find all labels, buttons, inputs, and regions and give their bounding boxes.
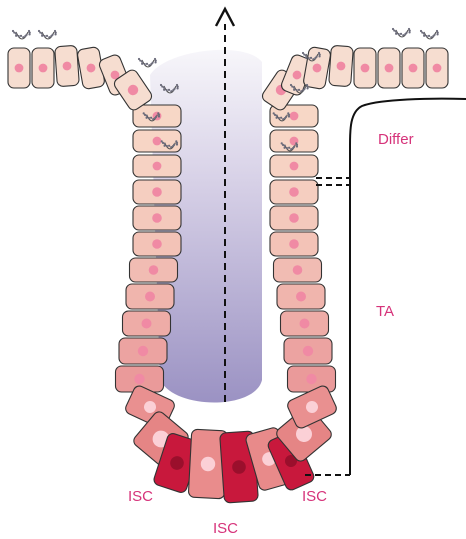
- goblet-granules-icon: [392, 28, 411, 37]
- nucleus: [289, 187, 299, 197]
- crypt-cell-left: [123, 311, 171, 336]
- surface-cell-left: [55, 45, 80, 86]
- nucleus: [289, 213, 299, 223]
- label-isc-left: ISC: [128, 489, 153, 504]
- nucleus: [300, 319, 310, 329]
- crypt-cell-left: [133, 206, 181, 230]
- nucleus: [152, 213, 162, 223]
- label-differ: Differ: [378, 132, 414, 147]
- nucleus: [296, 292, 306, 302]
- label-isc-center: ISC: [213, 521, 238, 536]
- nucleus: [289, 239, 299, 249]
- label-ta: TA: [376, 304, 394, 319]
- goblet-granules-icon: [12, 30, 31, 39]
- crypt-cell-right: [270, 180, 318, 204]
- surface-cell-right: [402, 48, 424, 88]
- goblet-granules-icon: [420, 30, 439, 39]
- surface-cell-right: [354, 48, 376, 88]
- surface-cell-right: [303, 46, 332, 89]
- nucleus: [153, 162, 162, 171]
- nucleus: [385, 64, 394, 73]
- crypt-cell-right: [288, 366, 336, 392]
- crypt-cell-right: [277, 284, 325, 309]
- nucleus: [306, 374, 316, 384]
- crypt-cell-right: [270, 206, 318, 230]
- nucleus: [134, 374, 144, 384]
- nucleus: [409, 64, 418, 73]
- nucleus: [145, 292, 155, 302]
- goblet-granules-icon: [138, 58, 157, 67]
- label-isc-right: ISC: [302, 489, 327, 504]
- crypt-cell-left: [119, 338, 167, 364]
- nucleus: [142, 319, 152, 329]
- nucleus: [361, 64, 370, 73]
- crypt-cell-left: [133, 180, 181, 204]
- crypt-cell-right: [270, 155, 318, 177]
- nucleus: [153, 137, 162, 146]
- goblet-granules-icon: [38, 30, 57, 39]
- surface-cell-right: [426, 48, 448, 88]
- surface-cell-left: [32, 48, 54, 88]
- crypt-cell-left: [126, 284, 174, 309]
- nucleus: [39, 64, 48, 73]
- nucleus: [149, 265, 159, 275]
- crypt-cell-right: [270, 232, 318, 256]
- nucleus: [303, 346, 313, 356]
- nucleus: [290, 162, 299, 171]
- crypt-cell-left: [133, 155, 181, 177]
- crypt-cell-right: [281, 311, 329, 336]
- nucleus: [152, 187, 162, 197]
- nucleus: [290, 112, 299, 121]
- crypt-cell-right: [284, 338, 332, 364]
- surface-cell-right: [329, 45, 354, 86]
- surface-cell-right: [378, 48, 400, 88]
- crypt-cell-left: [130, 258, 178, 282]
- nucleus: [15, 64, 24, 73]
- crypt-cell-left: [133, 232, 181, 256]
- crypt-cell-left: [133, 130, 181, 152]
- crypt-cell-right: [274, 258, 322, 282]
- nucleus: [433, 64, 442, 73]
- nucleus: [293, 265, 303, 275]
- nucleus: [138, 346, 148, 356]
- surface-cell-left: [8, 48, 30, 88]
- crypt-cell-right: [270, 130, 318, 152]
- nucleus: [152, 239, 162, 249]
